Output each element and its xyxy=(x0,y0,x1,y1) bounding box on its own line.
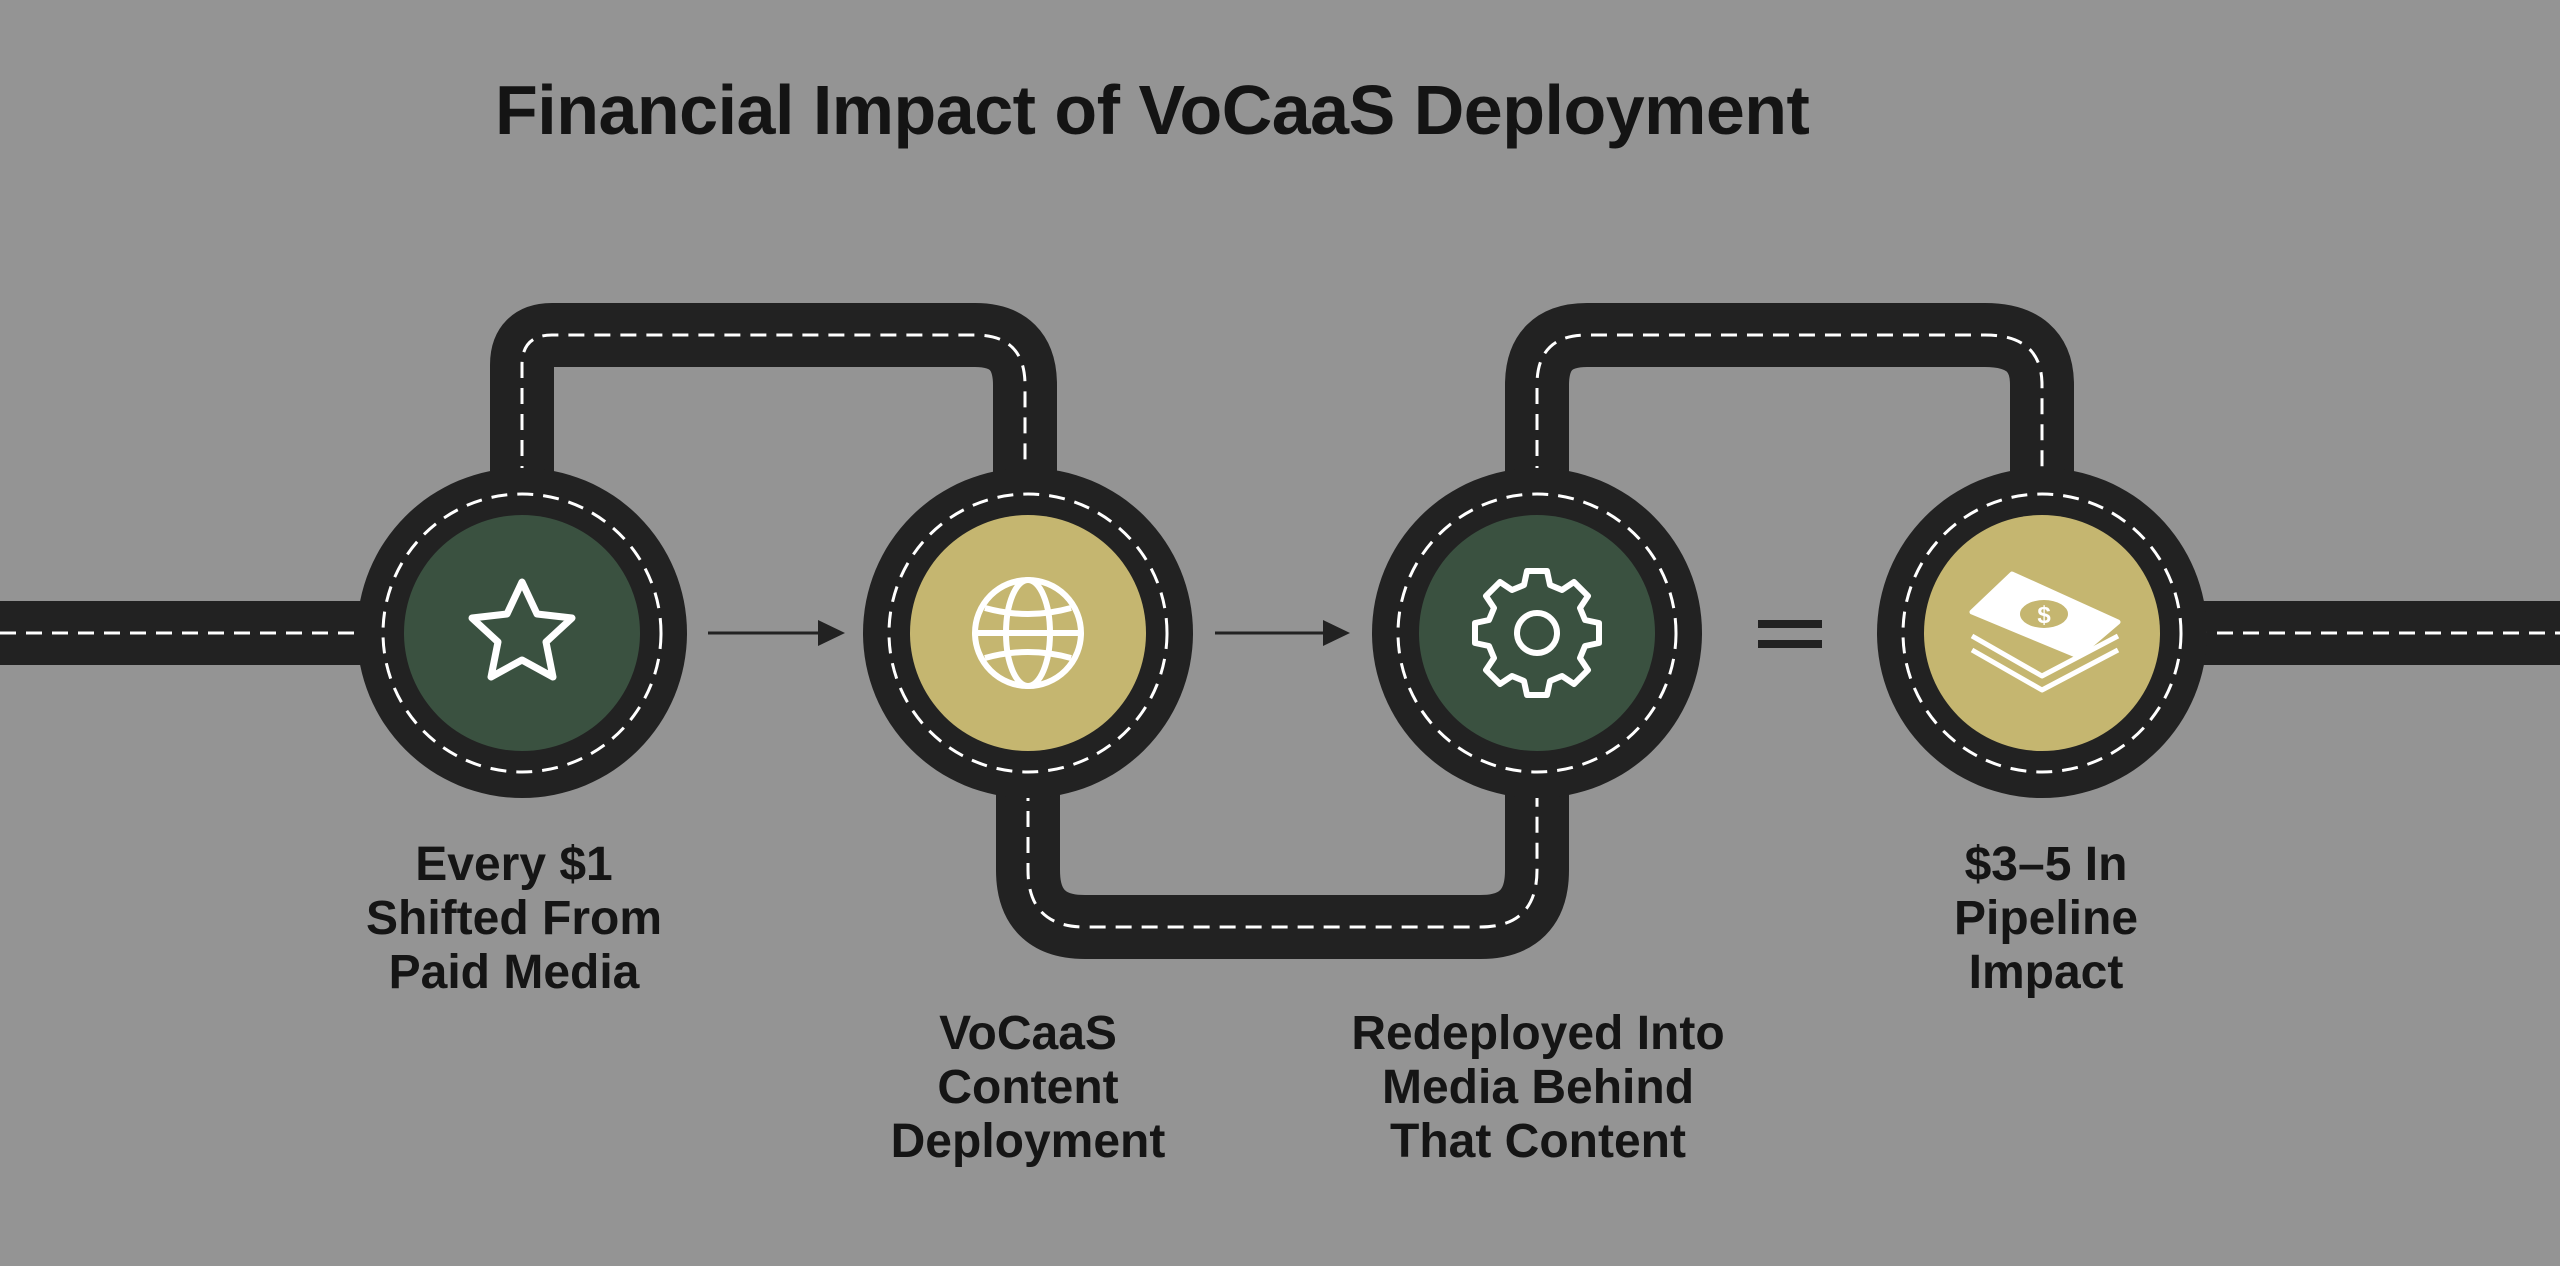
money-stack-icon: $ xyxy=(1969,571,2121,693)
arrow-1 xyxy=(708,620,845,646)
step-node-2 xyxy=(863,468,1193,798)
arrow-2 xyxy=(1215,620,1350,646)
road-dashes xyxy=(0,333,2560,929)
svg-text:$: $ xyxy=(2037,602,2051,629)
road-loop-3 xyxy=(1505,303,2074,480)
gear-icon xyxy=(1472,568,1602,698)
step-node-3 xyxy=(1372,468,1702,798)
road-loop-2 xyxy=(996,785,1569,959)
step-label-1: Every $1 Shifted From Paid Media xyxy=(366,838,662,999)
diagram-title: Financial Impact of VoCaaS Deployment xyxy=(495,71,1810,149)
step-node-3-fill xyxy=(1419,515,1655,751)
step-node-1-fill xyxy=(404,515,640,751)
step-label-2: VoCaaS Content Deployment xyxy=(890,1007,1166,1168)
road-loop-1 xyxy=(490,303,1057,480)
step-node-1 xyxy=(357,468,687,798)
equals-sign xyxy=(1758,620,1822,648)
step-label-4: $3–5 In Pipeline Impact xyxy=(1953,838,2139,999)
globe-icon xyxy=(972,577,1084,689)
step-label-3: Redeployed Into Media Behind That Conten… xyxy=(1351,1007,1725,1168)
step-node-4: $ xyxy=(1877,468,2207,798)
star-icon xyxy=(468,578,576,681)
